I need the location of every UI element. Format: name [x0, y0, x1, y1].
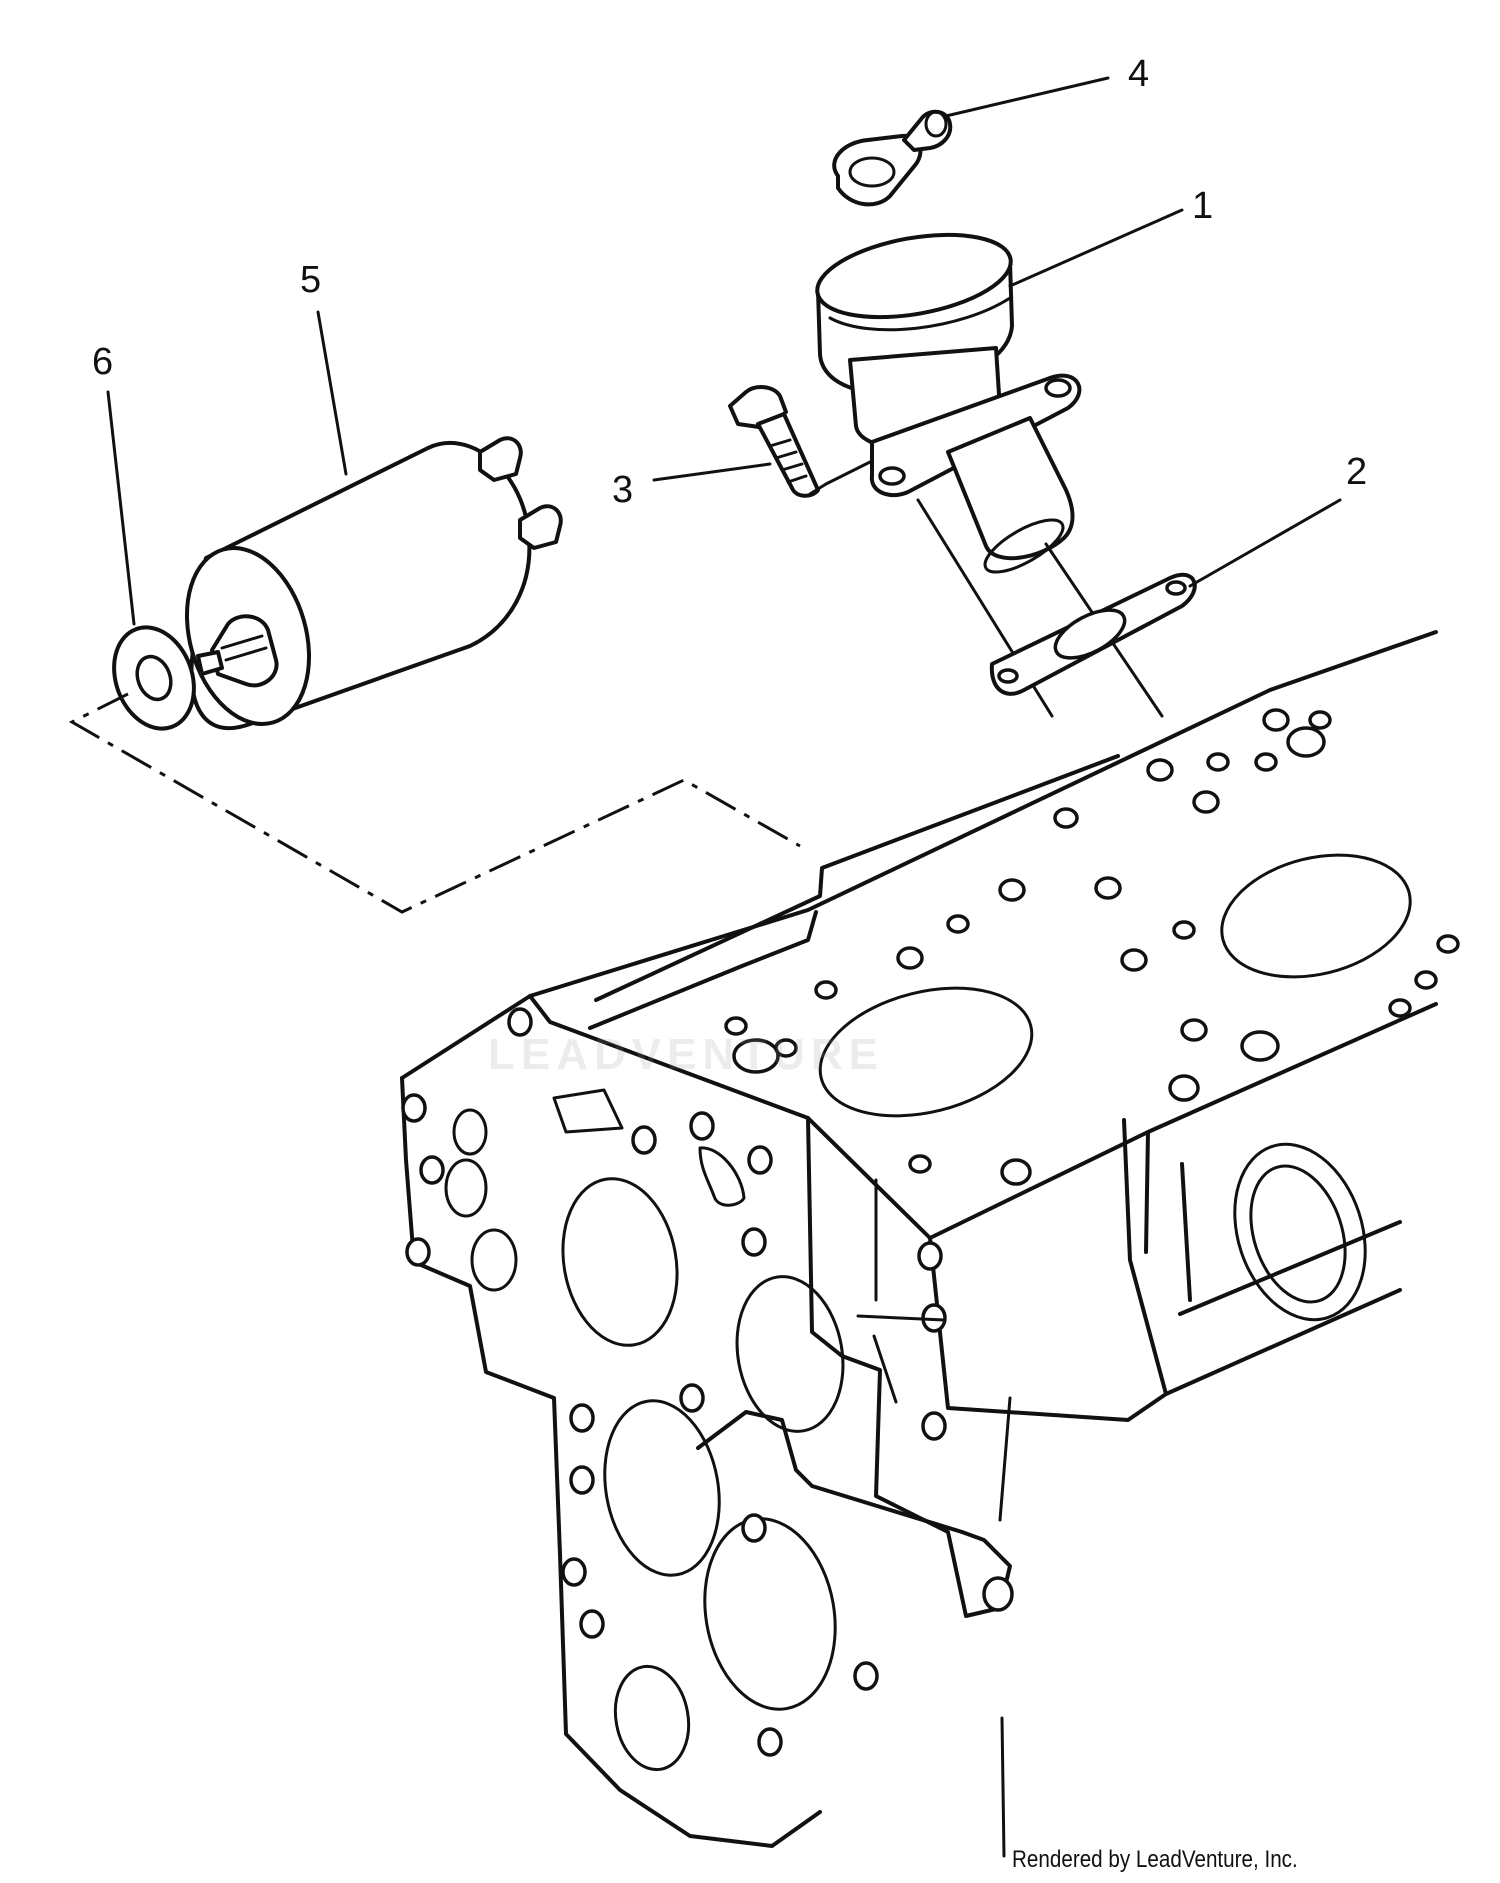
callout-4: 4: [1128, 53, 1149, 95]
credit-line: Rendered by LeadVenture, Inc.: [1012, 1846, 1298, 1873]
part-6-washer[interactable]: [101, 616, 208, 740]
assembly-path: [68, 692, 801, 914]
callout-1: 1: [1192, 185, 1213, 227]
part-2-gasket[interactable]: [989, 572, 1197, 696]
watermark: LEADVENTURE: [488, 1030, 885, 1079]
callout-3: 3: [612, 469, 633, 511]
leader-lines: [106, 76, 1342, 626]
part-5-solenoid[interactable]: [167, 436, 563, 738]
callout-6: 6: [92, 341, 113, 383]
part-4-elbow-fitting[interactable]: [832, 109, 953, 207]
part-3-bolt[interactable]: [728, 385, 872, 498]
callout-5: 5: [300, 259, 321, 301]
callout-2: 2: [1346, 451, 1367, 493]
part-1-housing[interactable]: [811, 222, 1082, 582]
reference-line: [1000, 1716, 1006, 1858]
engine-block: [400, 630, 1460, 1848]
